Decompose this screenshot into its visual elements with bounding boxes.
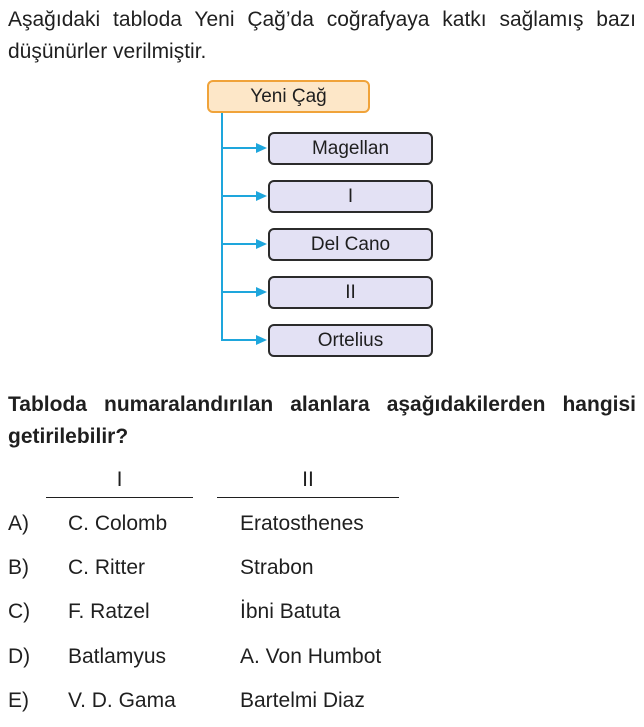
option-letter: C) — [8, 600, 31, 623]
option-a[interactable]: A) C. Colomb Eratosthenes — [0, 512, 644, 546]
option-value-i: F. Ratzel — [68, 600, 150, 623]
diagram-item-blank-ii: II — [268, 276, 433, 309]
option-value-ii: Bartelmi Diaz — [240, 689, 365, 712]
diagram-item-magellan: Magellan — [268, 132, 433, 165]
diagram-root-box: Yeni Çağ — [207, 80, 370, 113]
option-value-ii: A. Von Humbot — [240, 645, 382, 668]
option-value-i: V. D. Gama — [68, 689, 176, 712]
intro-text: Aşağıdaki tabloda Yeni Çağ’da coğrafyaya… — [8, 8, 636, 63]
option-value-ii: İbni Batuta — [240, 600, 341, 623]
option-letter: A) — [8, 512, 29, 535]
option-value-i: Batlamyus — [68, 645, 167, 668]
option-d[interactable]: D) Batlamyus A. Von Humbot — [0, 645, 644, 679]
arrowhead-5 — [256, 335, 267, 345]
option-value-i: C. Colomb — [68, 512, 168, 535]
column-header-ii: II — [302, 468, 314, 491]
arrowhead-4 — [256, 287, 267, 297]
arrowhead-2 — [256, 191, 267, 201]
option-value-ii: Eratosthenes — [240, 512, 364, 535]
option-value-i: C. Ritter — [68, 556, 146, 579]
option-letter: D) — [8, 645, 31, 668]
diagram-item-del-cano: Del Cano — [268, 228, 433, 261]
option-c[interactable]: C) F. Ratzel İbni Batuta — [0, 600, 644, 634]
diagram-item-ortelius: Ortelius — [268, 324, 433, 357]
diagram-item-blank-i: I — [268, 180, 433, 213]
option-letter: B) — [8, 556, 29, 579]
option-value-ii: Strabon — [240, 556, 314, 579]
option-e[interactable]: E) V. D. Gama Bartelmi Diaz — [0, 689, 644, 723]
arrowhead-3 — [256, 239, 267, 249]
question-text: Tabloda numaralandırılan alanlara aşağıd… — [8, 393, 636, 448]
column-rule-i — [46, 497, 193, 498]
arrowhead-1 — [256, 143, 267, 153]
column-header-i: I — [116, 468, 123, 491]
option-b[interactable]: B) C. Ritter Strabon — [0, 556, 644, 590]
column-rule-ii — [217, 497, 399, 498]
option-letter: E) — [8, 689, 29, 712]
